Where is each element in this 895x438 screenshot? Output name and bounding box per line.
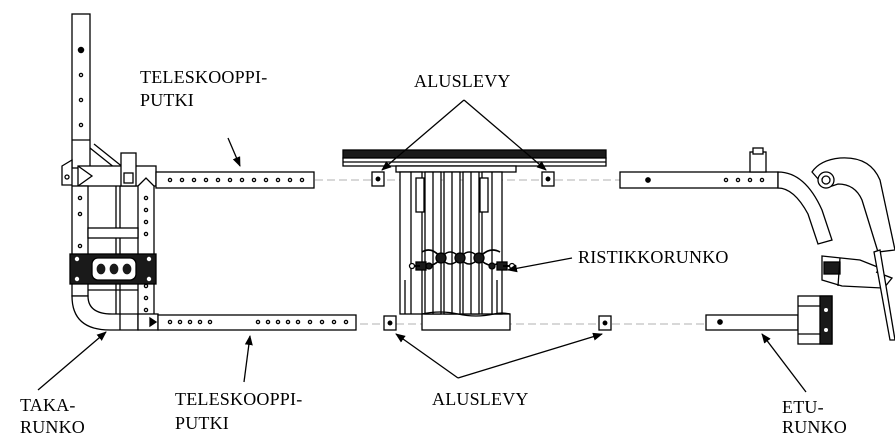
label-front-frame-line2: RUNKO <box>782 417 848 437</box>
cross-frame <box>342 149 607 331</box>
label-rear-frame-line1: TAKA- <box>20 395 76 415</box>
label-washer-top: ALUSLEVY <box>414 71 511 91</box>
label-front-frame-line1: ETU- <box>782 397 824 417</box>
label-telescopic-tube-bottom-line2: PUTKI <box>175 413 229 433</box>
washer-plates <box>371 171 612 331</box>
label-telescopic-tube-bottom-line1: TELESKOOPPI- <box>175 389 303 409</box>
telescopic-tube-top <box>155 171 315 189</box>
label-telescopic-tube-top-line1: TELESKOOPPI- <box>140 67 268 87</box>
label-cross-frame: RISTIKKORUNKO <box>578 247 729 267</box>
leader-arrows <box>37 99 807 393</box>
label-telescopic-tube-top-line2: PUTKI <box>140 90 194 110</box>
alignment-lines <box>315 179 720 325</box>
rear-frame <box>61 13 159 331</box>
label-washer-bottom: ALUSLEVY <box>432 389 529 409</box>
label-rear-frame-line2: RUNKO <box>20 417 86 437</box>
telescopic-tube-bottom <box>157 314 357 331</box>
front-frame <box>619 147 895 345</box>
